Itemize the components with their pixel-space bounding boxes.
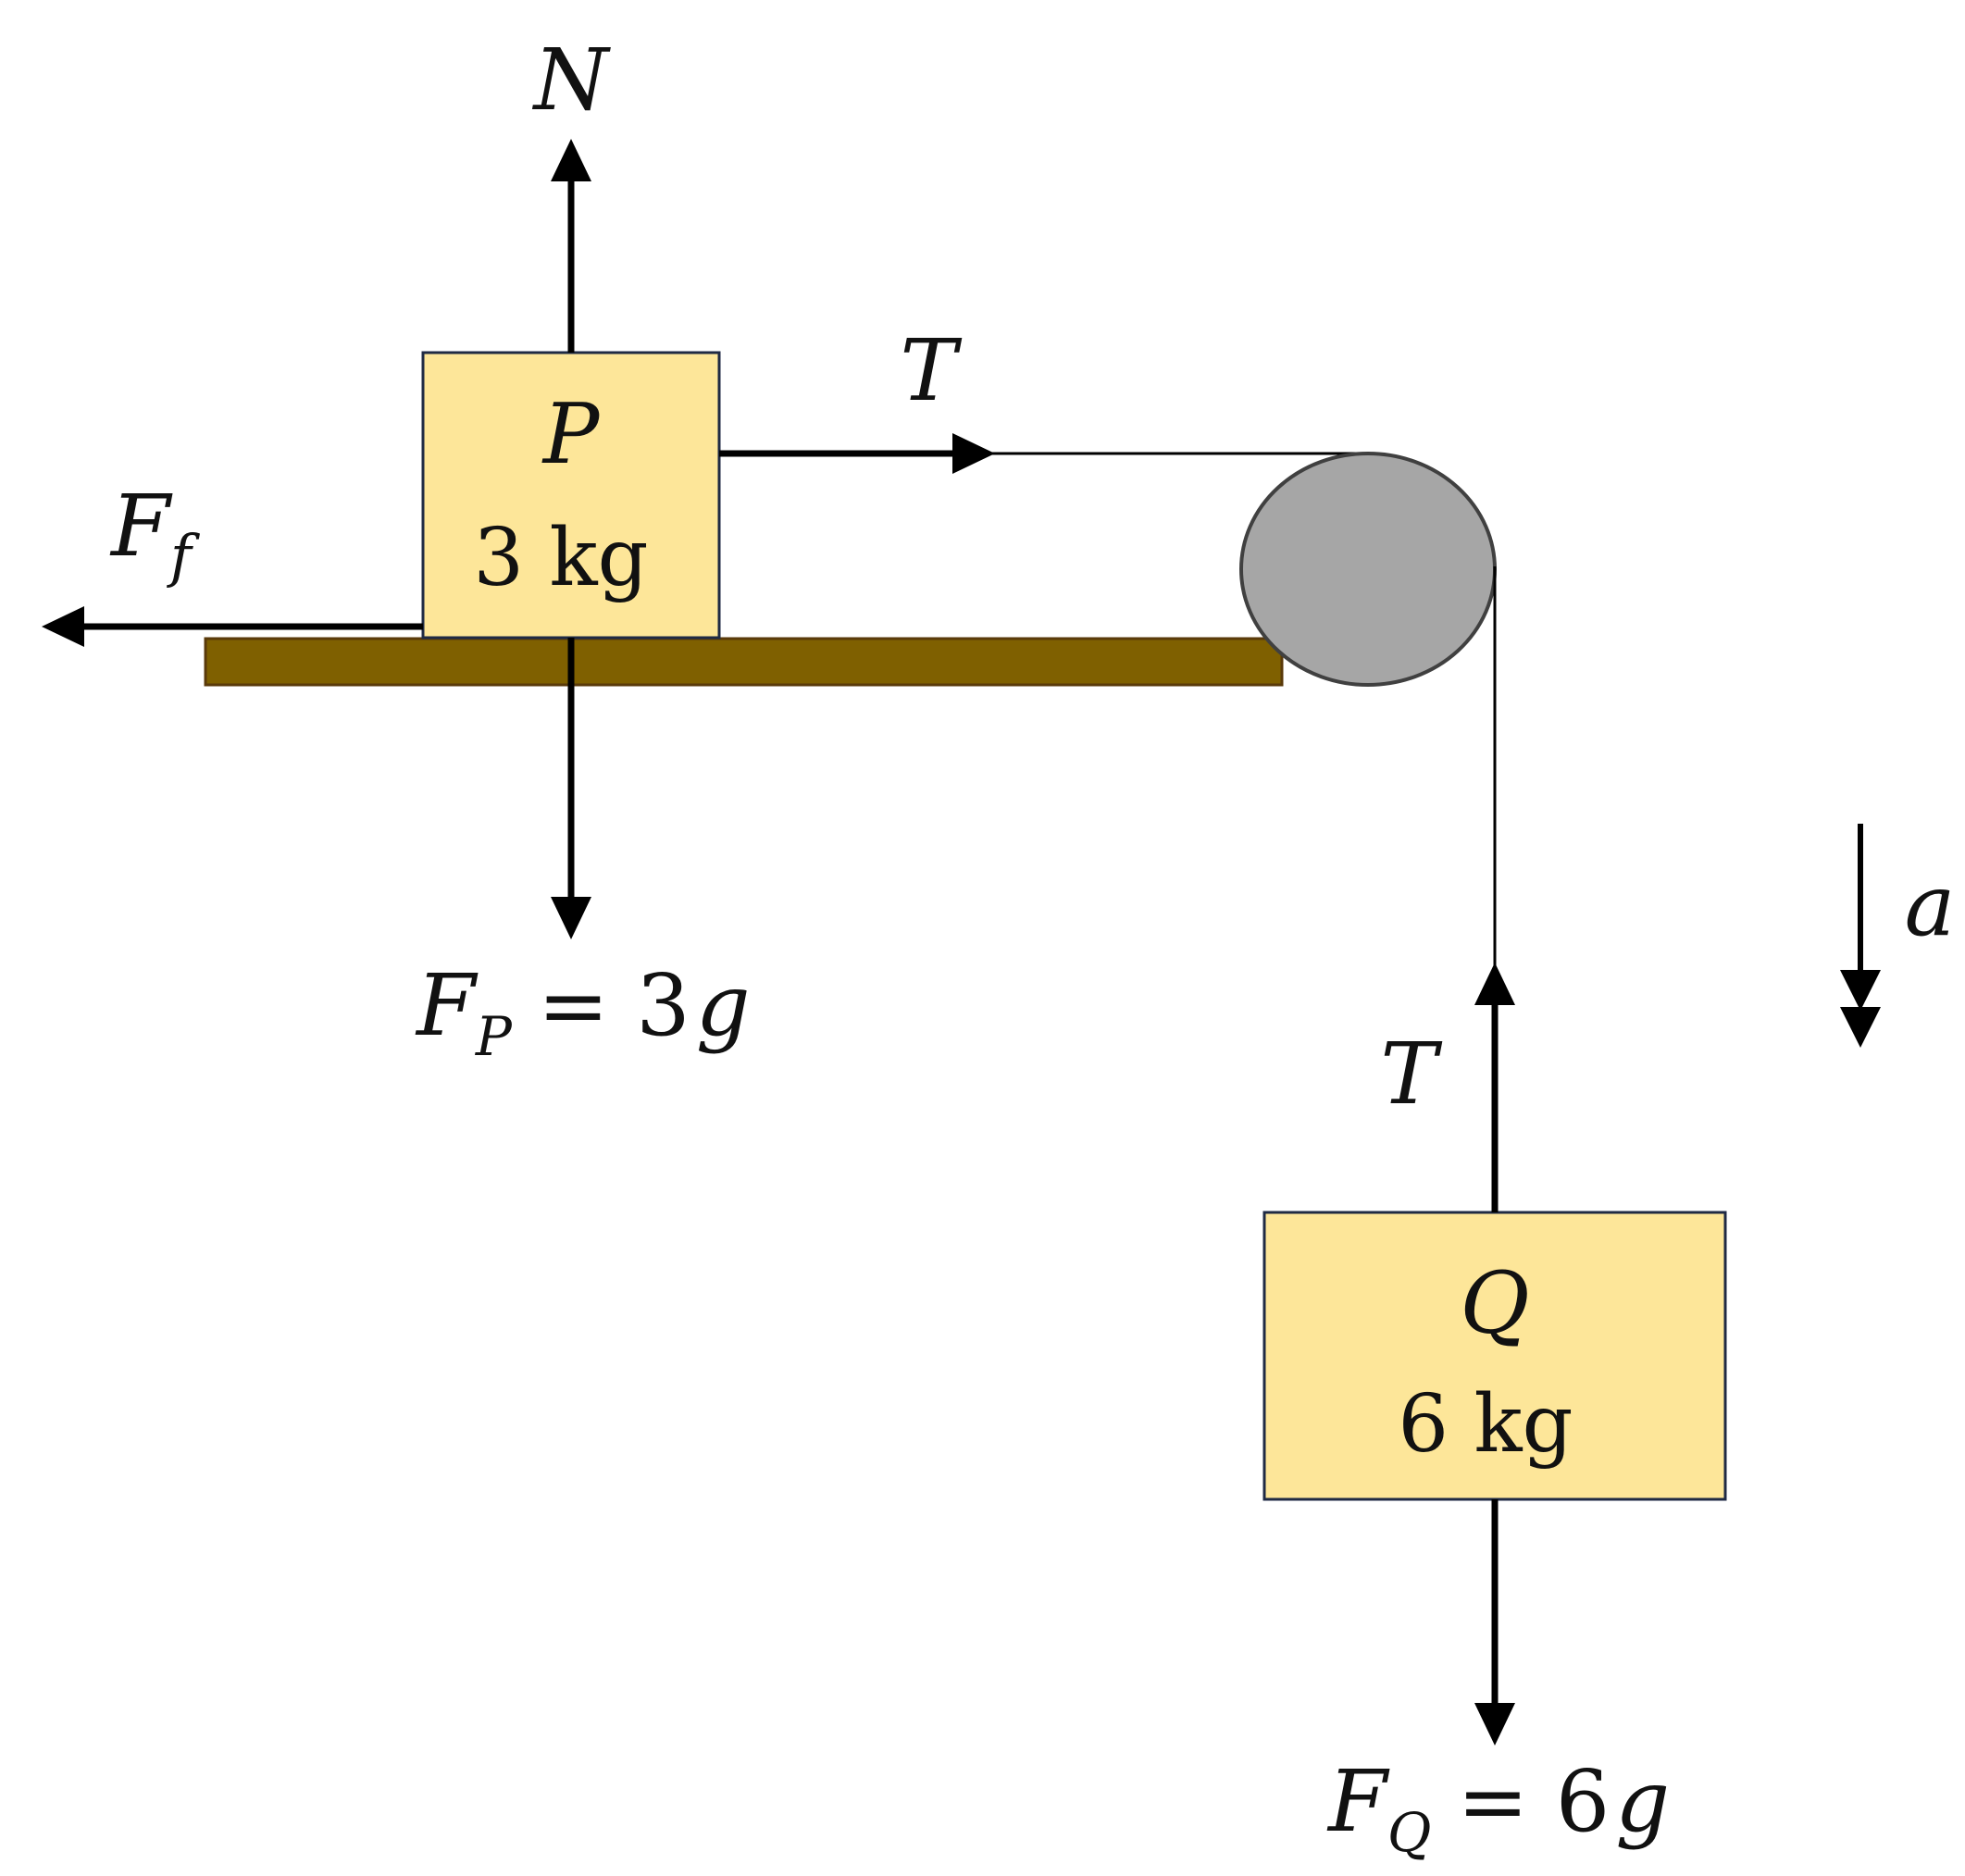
- acceleration-label: a: [1905, 856, 1956, 955]
- tension-q-arrowhead: [1474, 963, 1515, 1005]
- table-surface: [204, 637, 1284, 687]
- block-q: [1262, 1211, 1727, 1501]
- normal-force-arrowhead: [551, 139, 591, 181]
- block-p: [421, 351, 721, 640]
- weight-q-label: FQ= 6g: [1326, 1752, 1670, 1864]
- normal-force-label: N: [532, 31, 612, 130]
- friction-force-arrowhead: [42, 606, 84, 647]
- acceleration-arrowhead-1: [1840, 970, 1881, 1011]
- block-p-mass: 3 kg: [473, 512, 648, 604]
- tension-p-label: T: [900, 321, 962, 420]
- weight-p-arrowhead: [551, 897, 591, 939]
- acceleration-arrowhead-2: [1840, 1007, 1881, 1048]
- tension-p-arrowhead: [952, 433, 995, 474]
- weight-q-arrowhead: [1474, 1703, 1515, 1746]
- block-p-name: P: [541, 386, 601, 483]
- block-q-mass: 6 kg: [1398, 1378, 1573, 1471]
- friction-force-label: Ff: [109, 477, 201, 590]
- block-q-name: Q: [1460, 1254, 1529, 1353]
- weight-p-label: FP= 3g: [415, 956, 751, 1068]
- pulley-wheel: [1239, 452, 1497, 687]
- tension-q-label: T: [1380, 1025, 1442, 1124]
